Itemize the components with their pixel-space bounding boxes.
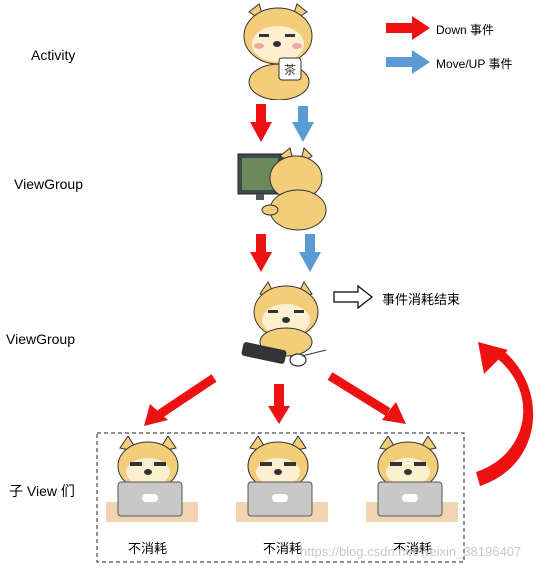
legend-down-arrow <box>386 16 430 40</box>
label-activity: Activity <box>31 47 76 63</box>
label-viewgroup-1: ViewGroup <box>14 176 84 192</box>
legend-down-label: Down 事件 <box>436 23 495 37</box>
watermark-text: https://blog.csdn.net/weixin_38196407 <box>300 544 522 559</box>
down-arrow-to-child-left <box>144 374 217 426</box>
child-label-3: 不消耗 <box>393 541 433 556</box>
label-viewgroup-2: ViewGroup <box>6 331 76 347</box>
moveup-arrow-activity-to-viewgroup <box>292 106 314 142</box>
doge-keyboard-icon <box>241 281 327 367</box>
child-label-2: 不消耗 <box>263 541 303 556</box>
children-dashed-box <box>96 432 465 563</box>
doge-laptop-icon-1 <box>106 436 198 522</box>
doge-tea-cup-icon: 茶 <box>243 3 313 100</box>
tea-cup-char: 茶 <box>284 62 296 77</box>
label-child-views: 子 View 们 <box>9 483 75 499</box>
down-arrow-viewgroup-to-viewgroup <box>250 234 272 272</box>
doge-laptop-icon-3 <box>366 436 458 522</box>
consume-outline-arrow <box>333 284 373 310</box>
child-label-1: 不消耗 <box>128 541 168 556</box>
doge-computer-back-icon <box>237 147 327 231</box>
moveup-arrow-viewgroup-to-viewgroup <box>299 234 321 272</box>
curved-return-arrow <box>476 342 534 486</box>
doge-laptop-icon-2 <box>236 436 328 522</box>
down-arrow-activity-to-viewgroup <box>250 104 272 142</box>
legend-move-up-label: Move/UP 事件 <box>436 57 513 71</box>
consume-note: 事件消耗结束 <box>382 292 461 307</box>
down-arrow-to-child-middle <box>268 384 290 424</box>
legend-move-up-arrow <box>386 50 430 74</box>
down-arrow-to-child-right <box>327 372 406 424</box>
